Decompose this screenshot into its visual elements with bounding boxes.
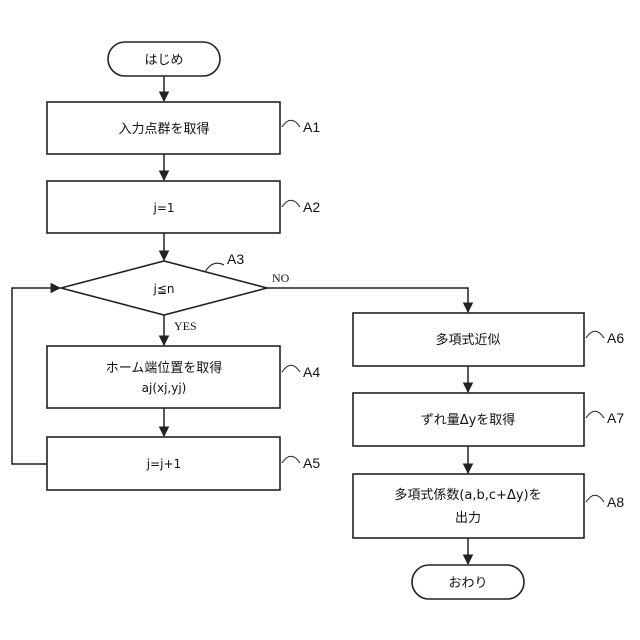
step-a4-leader bbox=[282, 365, 300, 372]
step-a7: ずれ量Δyを取得 A7 bbox=[353, 393, 624, 446]
step-a4-tag: A4 bbox=[303, 364, 320, 380]
no-branch-line bbox=[267, 288, 468, 312]
step-a1-tag: A1 bbox=[303, 119, 320, 135]
step-a5-label: j=j+1 bbox=[146, 457, 181, 471]
step-a8-label: 多項式係数(a,b,c+Δy)を bbox=[394, 487, 541, 503]
step-a2-leader bbox=[282, 200, 300, 207]
step-a6: 多項式近似 A6 bbox=[353, 313, 624, 366]
step-a5-leader bbox=[282, 456, 300, 463]
step-a6-tag: A6 bbox=[607, 330, 624, 346]
step-a7-label: ずれ量Δyを取得 bbox=[421, 412, 516, 428]
decision-a3-label: j≦n bbox=[153, 282, 175, 296]
start-terminal: はじめ bbox=[108, 42, 220, 76]
step-a2: j=1 A2 bbox=[47, 181, 320, 233]
step-a1-leader bbox=[282, 120, 300, 127]
step-a8-label-line2: 出力 bbox=[455, 511, 481, 526]
step-a8: 多項式係数(a,b,c+Δy)を 出力 A8 bbox=[353, 474, 624, 538]
step-a2-label: j=1 bbox=[152, 201, 174, 215]
branch-yes-label: YES bbox=[174, 319, 197, 333]
decision-a3-leader bbox=[205, 263, 224, 272]
step-a6-leader bbox=[586, 331, 604, 338]
decision-a3-tag: A3 bbox=[227, 251, 244, 267]
end-terminal: おわり bbox=[412, 565, 524, 599]
branch-no-label: NO bbox=[272, 271, 290, 285]
step-a6-label: 多項式近似 bbox=[435, 332, 500, 348]
step-a1: 入力点群を取得 A1 bbox=[47, 102, 320, 154]
step-a7-leader bbox=[586, 411, 604, 418]
step-a1-label: 入力点群を取得 bbox=[118, 121, 209, 137]
step-a4: ホーム端位置を取得 aj(xj,yj) A4 bbox=[47, 346, 320, 408]
end-label: おわり bbox=[448, 576, 487, 591]
step-a8-leader bbox=[586, 495, 604, 502]
step-a4-label: ホーム端位置を取得 bbox=[106, 360, 223, 376]
decision-a3: j≦n A3 NO YES bbox=[61, 251, 290, 333]
step-a7-tag: A7 bbox=[607, 410, 624, 426]
start-label: はじめ bbox=[144, 53, 183, 68]
step-a8-tag: A8 bbox=[607, 494, 624, 510]
step-a4-sublabel: aj(xj,yj) bbox=[142, 381, 187, 395]
step-a2-tag: A2 bbox=[303, 199, 320, 215]
step-a5: j=j+1 A5 bbox=[47, 437, 320, 490]
step-a5-tag: A5 bbox=[303, 455, 320, 471]
